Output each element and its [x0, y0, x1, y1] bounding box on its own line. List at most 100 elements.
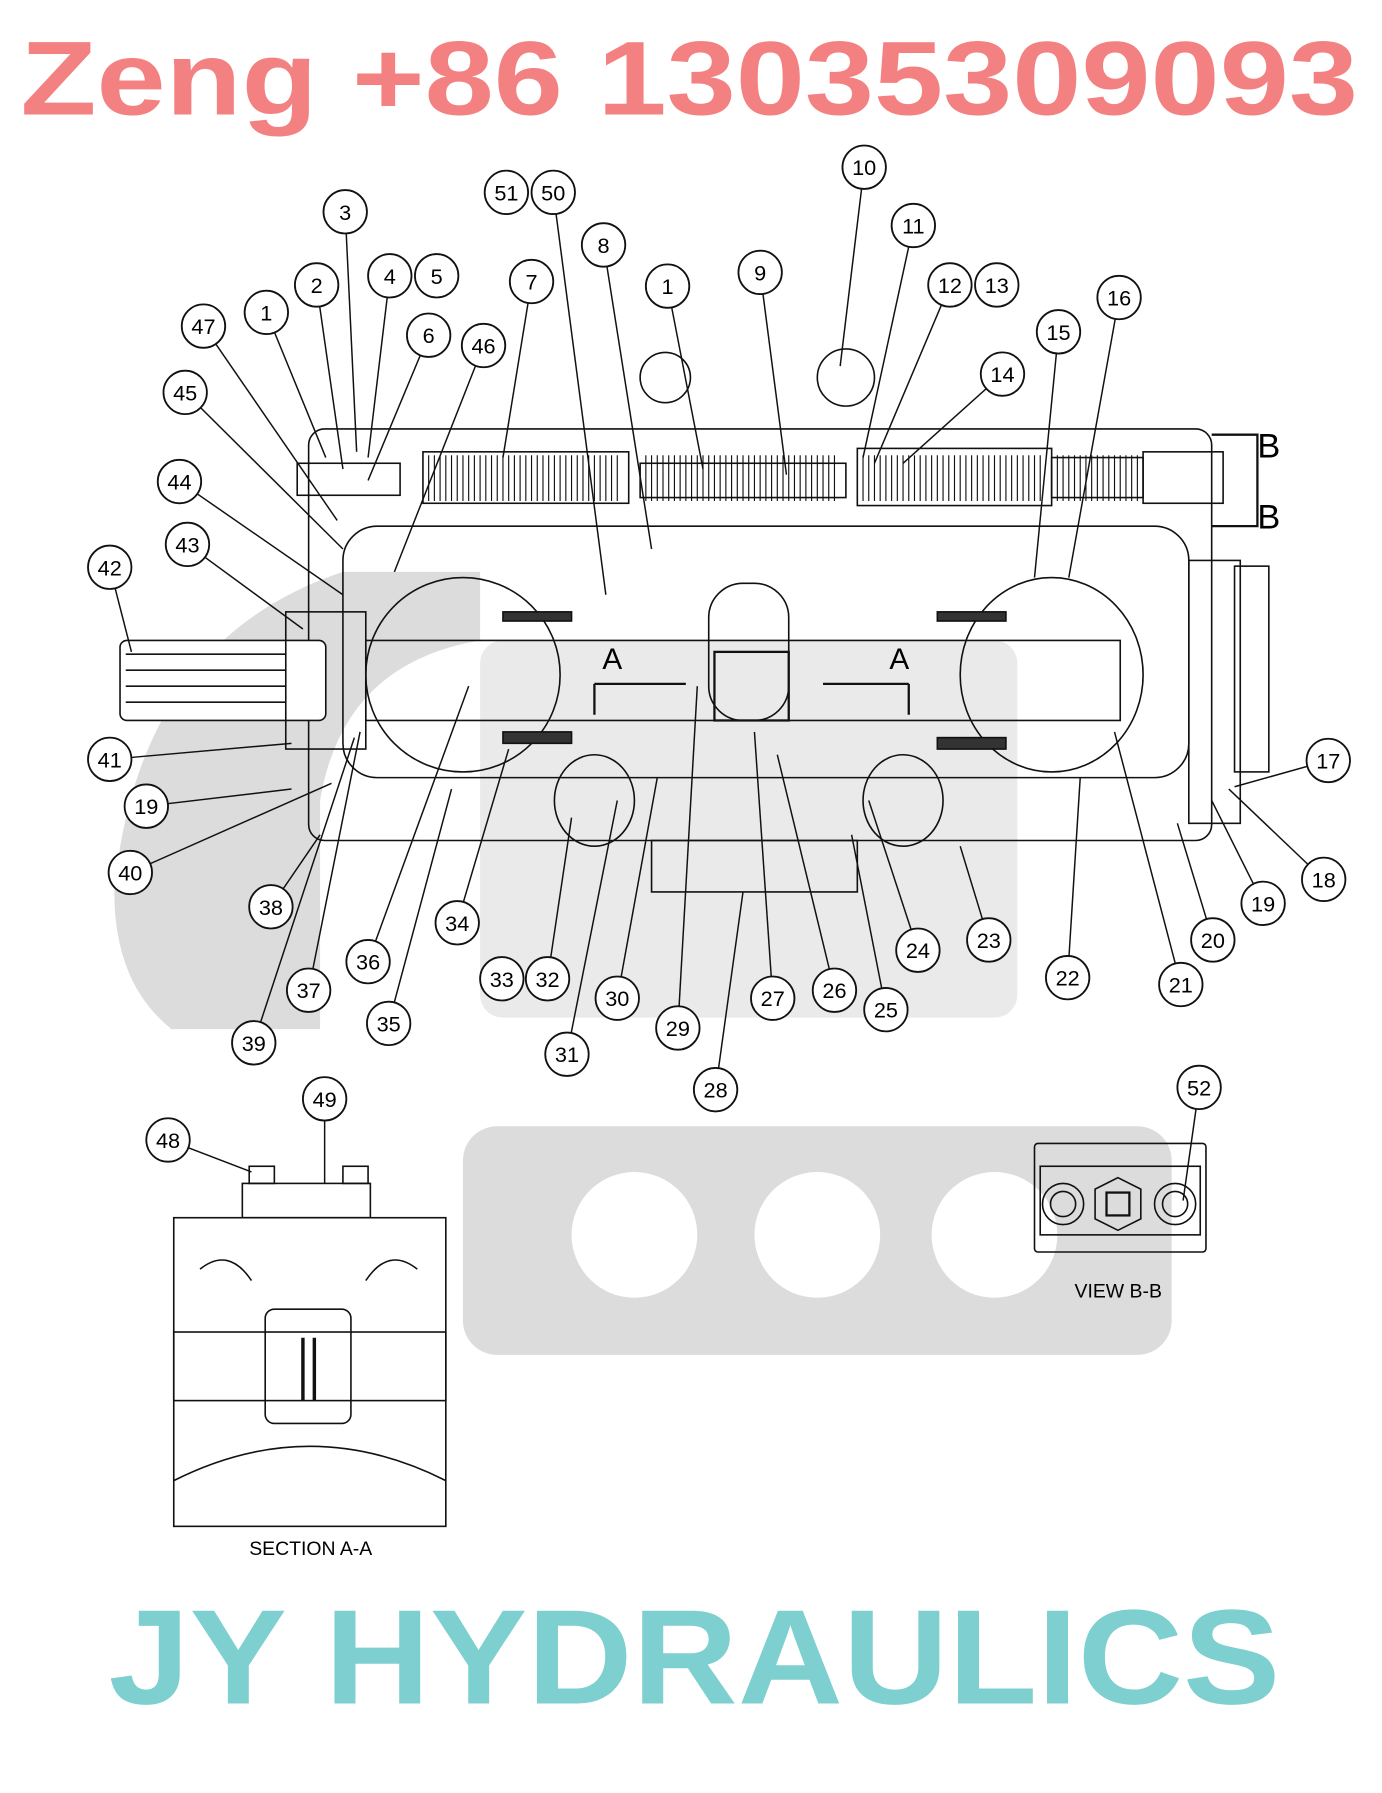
callout-14: 14 — [979, 351, 1026, 397]
callout-13: 13 — [974, 262, 1020, 308]
callout-number: 47 — [191, 314, 215, 339]
callout-number: 32 — [535, 967, 559, 992]
leader-line — [179, 480, 344, 596]
callout-bubble — [594, 975, 640, 1021]
callout-36: 36 — [345, 939, 391, 985]
callout-bubble — [367, 253, 413, 299]
callout-number: 39 — [242, 1031, 266, 1056]
leader-line — [253, 737, 356, 1044]
callout-20: 20 — [1190, 917, 1236, 963]
section-marker-a-left: A — [602, 643, 622, 676]
callout-40: 40 — [107, 849, 153, 896]
callout-24: 24 — [895, 927, 941, 973]
callout-bubble — [737, 249, 783, 296]
leader-line — [616, 777, 659, 999]
callout-bubble — [580, 222, 627, 268]
callout-bubble — [286, 967, 332, 1013]
leader-line — [367, 275, 391, 458]
leader-line — [202, 325, 338, 521]
leader-line — [759, 272, 788, 475]
leader-line — [753, 731, 774, 999]
callout-29: 29 — [655, 1005, 701, 1051]
callout-number: 31 — [555, 1042, 579, 1067]
callout-bubble — [164, 521, 211, 568]
callout-number: 24 — [906, 938, 930, 963]
callout-number: 22 — [1056, 966, 1080, 991]
callout-bubble — [966, 917, 1012, 963]
callout-number: 48 — [156, 1128, 180, 1153]
brand-watermark: JY HYDRAULICS — [109, 1582, 1281, 1733]
callout-bubble — [1096, 274, 1142, 321]
callout-number: 29 — [666, 1016, 690, 1041]
leader-line — [566, 800, 618, 1055]
callout-bubble — [544, 1031, 590, 1077]
leader-line — [873, 284, 951, 464]
callout-number: 21 — [1169, 973, 1193, 998]
callout-5: 5 — [414, 253, 460, 299]
callout-number: 23 — [977, 928, 1001, 953]
callout-46: 46 — [460, 322, 507, 369]
callout-bubble — [87, 736, 133, 782]
callout-bubble — [530, 169, 576, 215]
leader-line — [393, 345, 485, 573]
callout-bubble — [434, 900, 480, 946]
callout-bubble — [479, 956, 525, 1002]
callout-number: 18 — [1312, 867, 1336, 892]
leader-line — [502, 281, 533, 458]
callout-number: 43 — [175, 532, 199, 557]
callout-18: 18 — [1301, 856, 1347, 902]
callout-number: 38 — [259, 895, 283, 920]
callout-bubble — [406, 312, 452, 358]
callout-bubble — [483, 169, 530, 215]
callout-number: 7 — [525, 270, 537, 295]
callout-1: 1 — [644, 263, 691, 309]
leader-line — [109, 742, 292, 761]
callout-bubble — [1158, 961, 1204, 1008]
callout-bubble — [87, 544, 133, 590]
callout-bubble — [156, 458, 203, 505]
callout-bubble — [508, 258, 555, 305]
callout-number: 12 — [938, 273, 962, 298]
callout-number: 8 — [598, 233, 610, 258]
callout-6: 6 — [406, 312, 452, 358]
callout-16: 16 — [1096, 274, 1142, 321]
callout-number: 26 — [822, 978, 846, 1003]
callout-32: 32 — [524, 956, 571, 1002]
callout-bubble — [692, 1067, 739, 1113]
section-a-a-drawing — [172, 1165, 447, 1528]
callout-bubble — [841, 144, 887, 190]
leader-line — [714, 891, 744, 1090]
callout-bubble — [750, 975, 796, 1021]
callout-49: 49 — [302, 1076, 348, 1122]
section-a-a-label: SECTION A-A — [249, 1538, 372, 1560]
callout-bubble — [248, 884, 294, 930]
callout-10: 10 — [841, 144, 887, 190]
callout-number: 51 — [494, 180, 518, 205]
callout-39: 39 — [231, 1020, 277, 1066]
callout-38: 38 — [248, 884, 294, 930]
callout-50: 50 — [530, 169, 576, 215]
leader-line — [265, 312, 327, 458]
callout-number: 44 — [167, 470, 191, 495]
callout-8: 8 — [580, 222, 627, 268]
callout-number: 40 — [118, 860, 142, 885]
callout-number: 49 — [313, 1087, 337, 1112]
callout-bubble — [1045, 955, 1091, 1001]
callout-number: 33 — [490, 967, 514, 992]
callout-9: 9 — [737, 249, 783, 296]
callout-bubble — [927, 262, 973, 308]
callout-number: 4 — [384, 264, 396, 289]
callout-number: 17 — [1316, 748, 1340, 773]
callout-bubble — [1301, 856, 1347, 902]
leader-line — [1033, 331, 1060, 578]
callout-bubble — [231, 1020, 277, 1066]
leader-lines — [109, 167, 1329, 1201]
callout-number: 27 — [761, 986, 785, 1011]
callout-51: 51 — [483, 169, 530, 215]
callout-bubble — [811, 967, 858, 1013]
callout-26: 26 — [811, 967, 858, 1013]
callout-number: 3 — [339, 200, 351, 225]
callout-30: 30 — [594, 975, 640, 1021]
